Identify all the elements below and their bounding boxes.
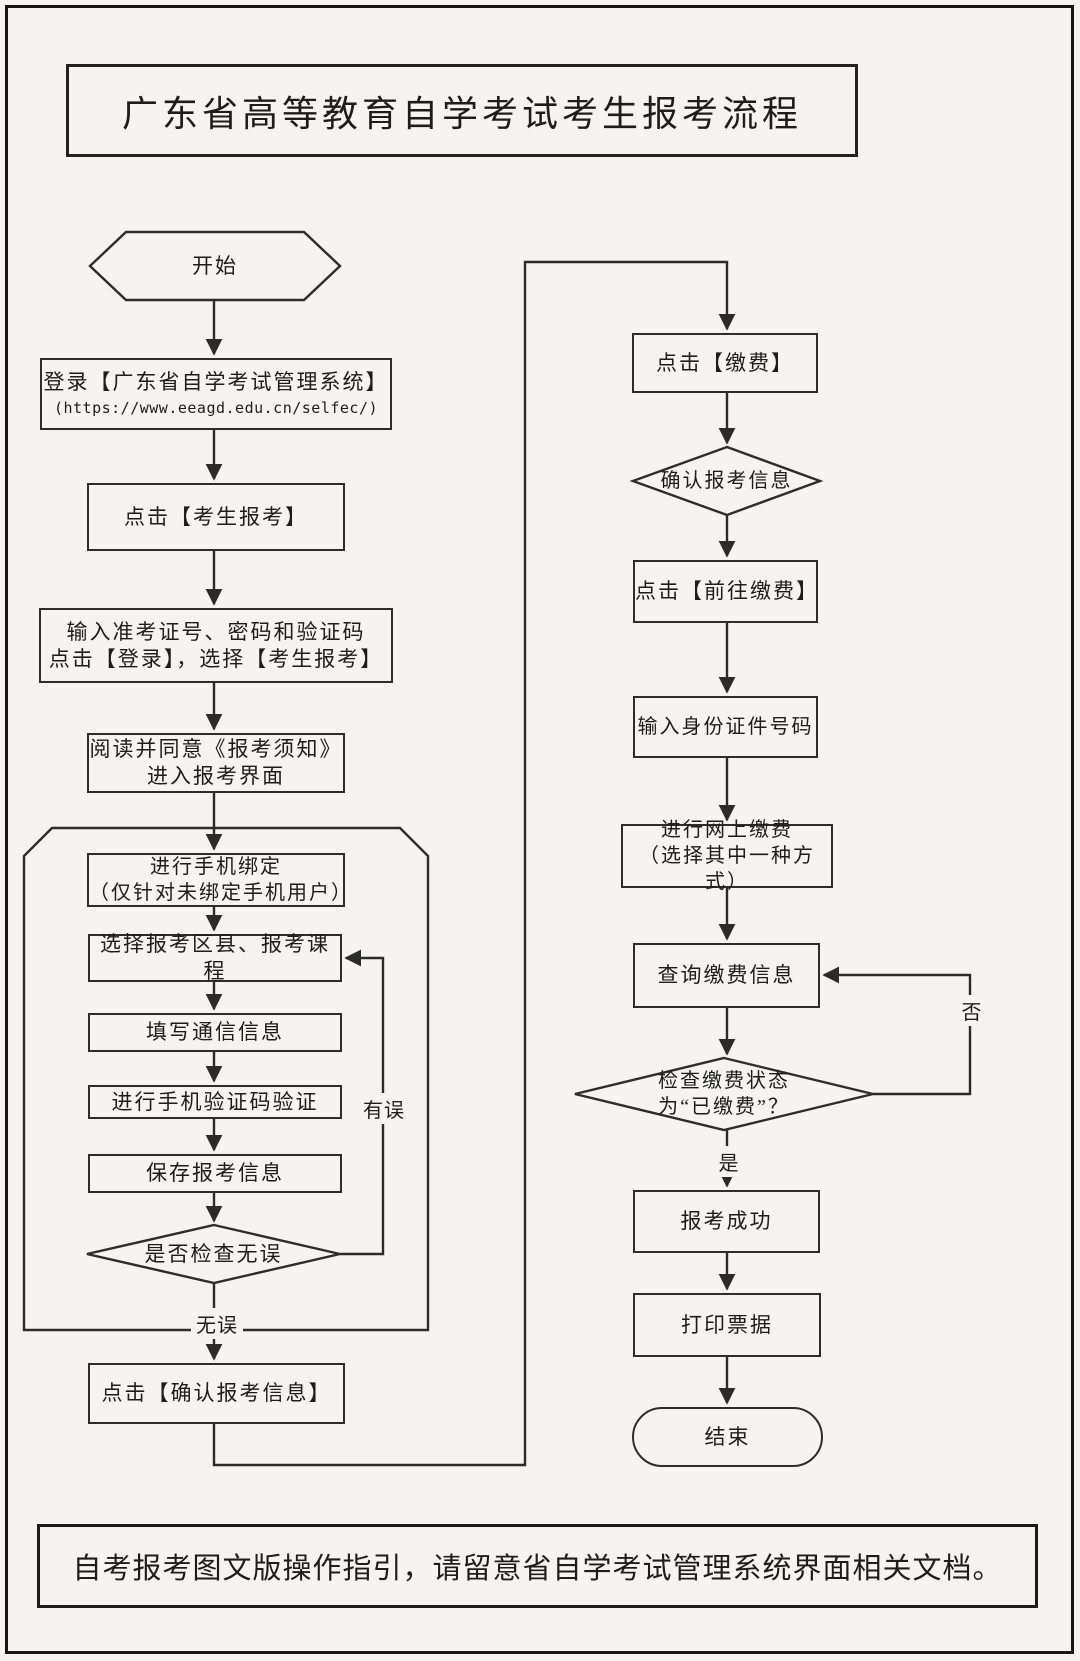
node-login-line1: 登录【广东省自学考试管理系统】 xyxy=(43,369,389,394)
start-hexagon-shape xyxy=(88,230,342,302)
node-check-correct-label: 是否检查无误 xyxy=(144,1241,283,1266)
node-input-credentials-line1: 输入准考证号、密码和验证码 xyxy=(66,619,366,644)
node-click-register-label: 点击【考生报考】 xyxy=(124,504,308,529)
node-input-id: 输入身份证件号码 xyxy=(633,696,818,758)
edge-no-loop xyxy=(822,966,972,1096)
footer-box: 自考报考图文版操作指引，请留意省自学考试管理系统界面相关文档。 xyxy=(37,1524,1038,1608)
node-end-label: 结束 xyxy=(704,1424,751,1449)
decision-check-paid-shape xyxy=(574,1056,874,1132)
node-input-credentials-line2: 点击【登录】，选择【考生报考】 xyxy=(48,646,384,671)
node-print-receipt: 打印票据 xyxy=(633,1293,821,1357)
node-login-url: (https://www.eeagd.edu.cn/selfec/) xyxy=(53,398,379,417)
node-confirm-info-label: 点击【确认报考信息】 xyxy=(101,1381,332,1405)
node-online-pay-line1: 进行网上缴费 xyxy=(661,819,793,841)
node-read-notice-line1: 阅读并同意《报考须知》 xyxy=(89,737,343,761)
node-bind-phone-line1: 进行手机绑定 xyxy=(150,856,282,878)
node-select-course: 选择报考区县、报考课程 xyxy=(88,932,342,983)
node-bind-phone-line2: （仅针对未绑定手机用户） xyxy=(89,882,353,904)
edge-label-yes: 是 xyxy=(715,1146,743,1177)
node-click-register: 点击【考生报考】 xyxy=(87,483,345,551)
node-query-pay: 查询缴费信息 xyxy=(633,943,820,1008)
node-goto-pay-label: 点击【前往缴费】 xyxy=(635,579,819,603)
node-success-label: 报考成功 xyxy=(680,1209,773,1233)
node-online-pay-line2: （选择其中一种方式） xyxy=(639,845,815,893)
node-read-notice: 阅读并同意《报考须知》 进入报考界面 xyxy=(87,733,345,793)
node-print-receipt-label: 打印票据 xyxy=(681,1312,773,1337)
node-confirm-info: 点击【确认报考信息】 xyxy=(88,1363,345,1424)
node-check-paid-line1: 检查缴费状态 xyxy=(658,1070,790,1092)
node-input-credentials: 输入准考证号、密码和验证码 点击【登录】，选择【考生报考】 xyxy=(39,608,393,683)
node-save-info: 保存报考信息 xyxy=(88,1154,342,1193)
node-select-course-label: 选择报考区县、报考课程 xyxy=(100,932,330,983)
node-check-paid-line2: 为“已缴费”？ xyxy=(658,1096,790,1118)
node-read-notice-line2: 进入报考界面 xyxy=(147,764,285,788)
node-fill-contact-label: 填写通信信息 xyxy=(146,1020,284,1044)
edge-label-no-error: 无误 xyxy=(191,1308,243,1339)
subprocess-container-shape xyxy=(22,826,430,1332)
node-query-pay-label: 查询缴费信息 xyxy=(657,963,796,987)
node-start-label: 开始 xyxy=(192,253,238,278)
node-login: 登录【广东省自学考试管理系统】 (https://www.eeagd.edu.c… xyxy=(40,358,392,430)
node-end: 结束 xyxy=(632,1407,823,1467)
footer-note: 自考报考图文版操作指引，请留意省自学考试管理系统界面相关文档。 xyxy=(72,1553,1003,1585)
node-start: 开始 xyxy=(90,232,340,300)
page-border xyxy=(5,5,1074,1654)
node-input-id-label: 输入身份证件号码 xyxy=(637,716,814,738)
edge-confirminfo-clickpay xyxy=(212,260,736,1467)
node-confirm-reg-info-label: 确认报考信息 xyxy=(660,470,793,492)
node-goto-pay: 点击【前往缴费】 xyxy=(633,560,818,623)
title-box: 广东省高等教育自学考试考生报考流程 xyxy=(66,64,858,157)
node-confirm-reg-info: 确认报考信息 xyxy=(633,447,820,515)
edge-label-has-error: 有误 xyxy=(358,1093,410,1124)
node-bind-phone: 进行手机绑定 （仅针对未绑定手机用户） xyxy=(87,853,353,907)
node-click-pay: 点击【缴费】 xyxy=(632,333,818,393)
page-title: 广东省高等教育自学考试考生报考流程 xyxy=(121,93,802,134)
node-check-paid: 检查缴费状态 为“已缴费”？ xyxy=(575,1058,873,1130)
node-save-info-label: 保存报考信息 xyxy=(146,1161,284,1185)
node-verify-sms-label: 进行手机验证码验证 xyxy=(111,1089,319,1114)
node-verify-sms: 进行手机验证码验证 xyxy=(88,1085,342,1119)
node-check-correct: 是否检查无误 xyxy=(87,1225,340,1283)
node-click-pay-label: 点击【缴费】 xyxy=(656,350,794,375)
edge-label-no: 否 xyxy=(957,995,987,1026)
node-success: 报考成功 xyxy=(633,1190,820,1253)
node-online-pay: 进行网上缴费 （选择其中一种方式） xyxy=(621,819,833,893)
node-fill-contact: 填写通信信息 xyxy=(88,1013,342,1052)
